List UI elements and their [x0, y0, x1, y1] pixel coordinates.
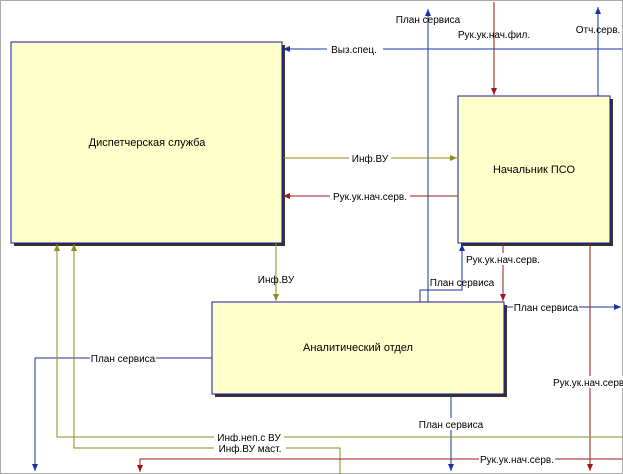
arrow-plan-mid[interactable]: План сервиса [419, 244, 495, 302]
arrow-ruk-fil-label: Рук.ук.нач.фил. [458, 29, 530, 41]
box-analytics-label: Аналитический отдел [303, 342, 413, 354]
arrow-plan-left[interactable]: План сервиса [32, 352, 212, 471]
arrow-plan-right[interactable]: План сервиса [504, 301, 621, 314]
box-dispatch[interactable]: Диспетчерская служба [10, 41, 285, 246]
arrow-inf-vu-right[interactable]: Инф.ВУ [283, 152, 457, 165]
arrow-ruk-serv-bottom[interactable]: Рук.ук.нач.серв. [137, 453, 622, 472]
arrow-ruk-serv-bottom-label: Рук.ук.нач.серв. [480, 455, 554, 466]
arrow-inf-vu-right-label: Инф.ВУ [352, 153, 389, 165]
arrow-ruk-serv-mid-label: Рук.ук.нач.серв. [466, 255, 540, 266]
arrow-inf-nep[interactable]: Инф.неп.с ВУ [54, 244, 622, 444]
arrow-plan-left-label: План сервиса [91, 354, 156, 365]
arrow-inf-vu-mast-label: Инф.ВУ маст. [219, 443, 282, 455]
box-head-pso[interactable]: Начальник ПСО [457, 95, 613, 246]
arrow-plan-top-label: План сервиса [396, 15, 461, 26]
arrow-inf-vu-down-label: Инф.ВУ [258, 274, 295, 286]
arrow-ruk-serv-mid[interactable]: Рук.ук.нач.серв. [466, 243, 540, 301]
arrow-vyz-spec-label: Выз.спец. [331, 45, 377, 56]
arrow-ruk-serv-right-label: Рук.ук.нач.серв. [553, 378, 623, 389]
arrow-plan-bottom[interactable]: План сервиса [418, 394, 484, 471]
arrow-plan-mid-label: План сервиса [430, 278, 495, 289]
arrow-otch-serv[interactable]: Отч.серв. [576, 7, 621, 96]
arrow-plan-top[interactable]: План сервиса [396, 9, 461, 302]
arrow-vyz-spec[interactable]: Выз.спец. [283, 43, 622, 56]
arrow-ruk-serv-right[interactable]: Рук.ук.нач.серв. [553, 243, 623, 471]
box-analytics[interactable]: Аналитический отдел [211, 301, 507, 397]
arrow-plan-bottom-label: План сервиса [419, 420, 484, 431]
box-dispatch-label: Диспетчерская служба [89, 137, 207, 149]
box-head-pso-label: Начальник ПСО [493, 164, 576, 176]
arrow-inf-vu-down[interactable]: Инф.ВУ [258, 243, 295, 301]
arrow-ruk-serv-left-label: Рук.ук.нач.серв. [333, 192, 407, 203]
arrow-ruk-serv-left[interactable]: Рук.ук.нач.серв. [283, 190, 458, 203]
arrow-otch-serv-label: Отч.серв. [576, 25, 621, 36]
arrow-plan-right-label: План сервиса [514, 303, 579, 314]
arrow-inf-vu-mast[interactable]: Инф.ВУ маст. [71, 244, 341, 474]
arrow-inf-nep-label: Инф.неп.с ВУ [217, 432, 281, 444]
